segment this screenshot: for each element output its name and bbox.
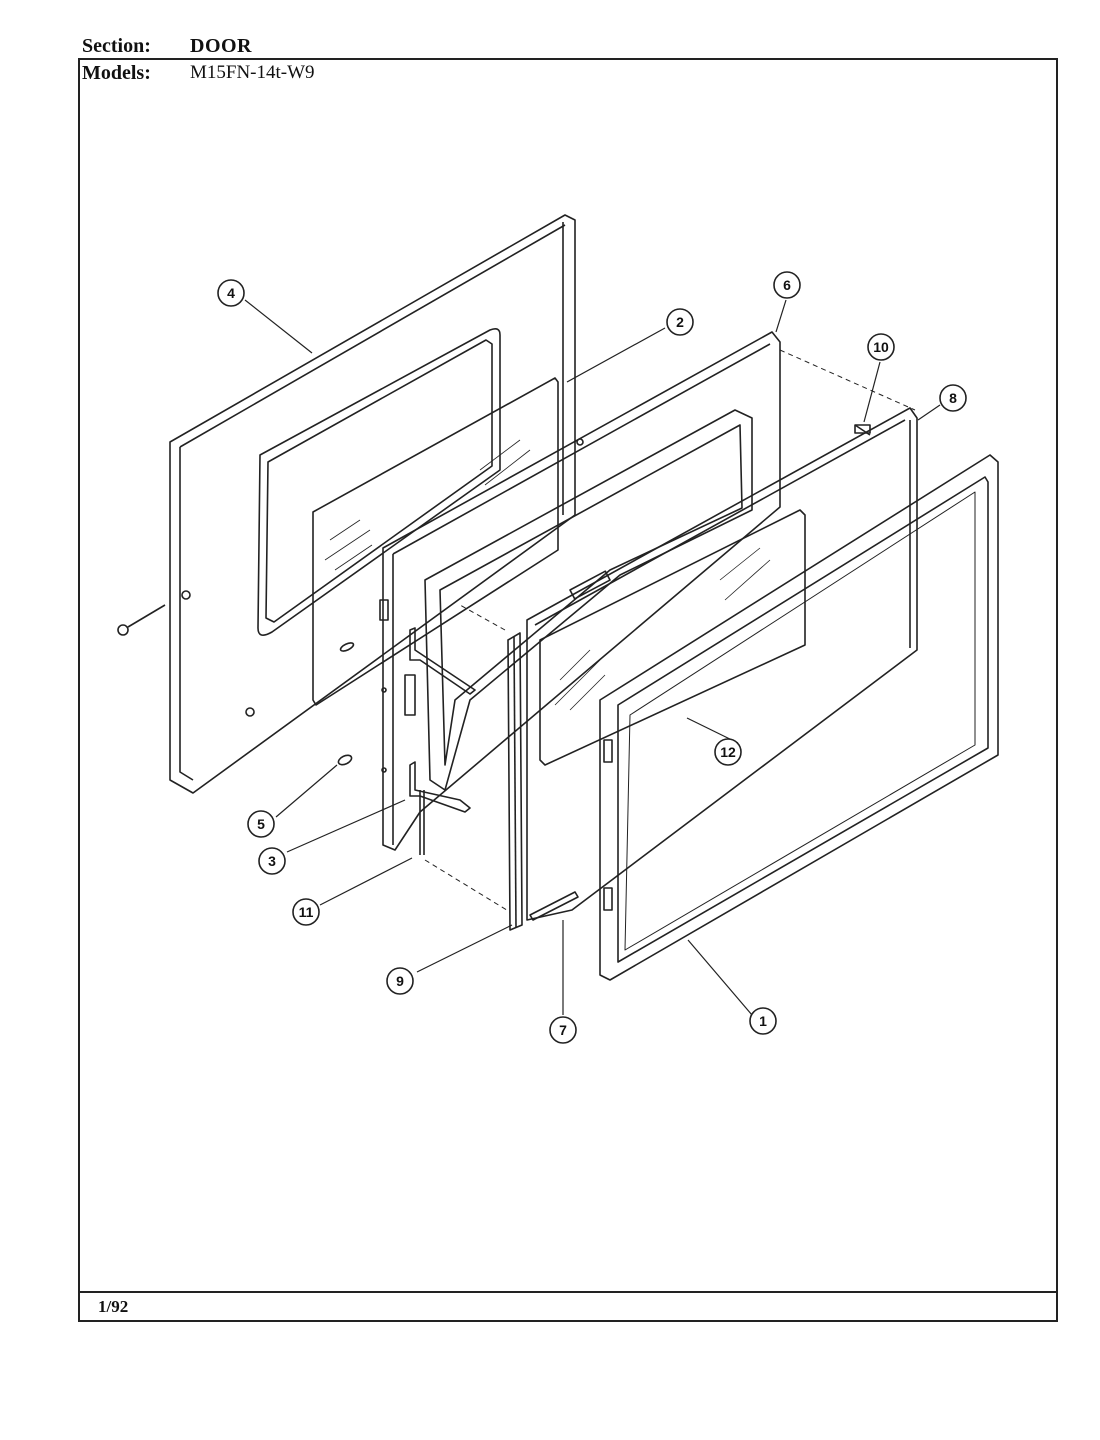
part-screw-glass [339, 642, 355, 652]
section-label: Section: [82, 35, 151, 57]
callout-10: 10 [867, 333, 895, 361]
svg-text:5: 5 [257, 816, 265, 832]
part-hinge [404, 627, 476, 813]
svg-text:6: 6 [783, 277, 791, 293]
callout-3: 3 [258, 847, 286, 875]
svg-text:7: 7 [559, 1022, 567, 1038]
svg-text:3: 3 [268, 853, 276, 869]
part-front-frame [599, 454, 999, 981]
svg-text:4: 4 [227, 285, 235, 301]
models-label: Models: [82, 62, 151, 84]
part-glass-frame [526, 407, 918, 921]
callout-6: 6 [773, 271, 801, 299]
svg-text:9: 9 [396, 973, 404, 989]
callout-5: 5 [247, 810, 275, 838]
callout-2: 2 [666, 308, 694, 336]
part-spring [419, 790, 425, 855]
callout-9: 9 [386, 967, 414, 995]
callout-4: 4 [217, 279, 245, 307]
part-side-channel [507, 632, 523, 931]
leader-lines [244, 299, 941, 1016]
models-value: M15FN-14t-W9 [190, 62, 315, 83]
part-screw-5 [337, 754, 353, 766]
svg-text:1: 1 [759, 1013, 767, 1029]
part-outer-panel [169, 214, 584, 794]
part-inner-glass [312, 377, 559, 706]
callout-11: 11 [292, 898, 320, 926]
diagram-frame [78, 58, 1058, 1322]
callout-12: 12 [714, 738, 742, 766]
section-value: DOOR [190, 35, 252, 57]
callout-1: 1 [749, 1007, 777, 1035]
svg-text:11: 11 [299, 904, 314, 920]
svg-text:8: 8 [949, 390, 957, 406]
callout-7: 7 [549, 1016, 577, 1044]
callout-8: 8 [939, 384, 967, 412]
part-bottom-channel [529, 891, 579, 921]
svg-text:10: 10 [873, 339, 889, 355]
part-door-glass [539, 509, 806, 766]
svg-text:2: 2 [676, 314, 684, 330]
part-screw-left [117, 604, 166, 636]
footer-date: 1/92 [98, 1297, 129, 1316]
alignment-lines [424, 349, 916, 913]
footer-divider [78, 1291, 1058, 1293]
svg-text:12: 12 [720, 744, 736, 760]
part-inner-liner [379, 331, 781, 851]
